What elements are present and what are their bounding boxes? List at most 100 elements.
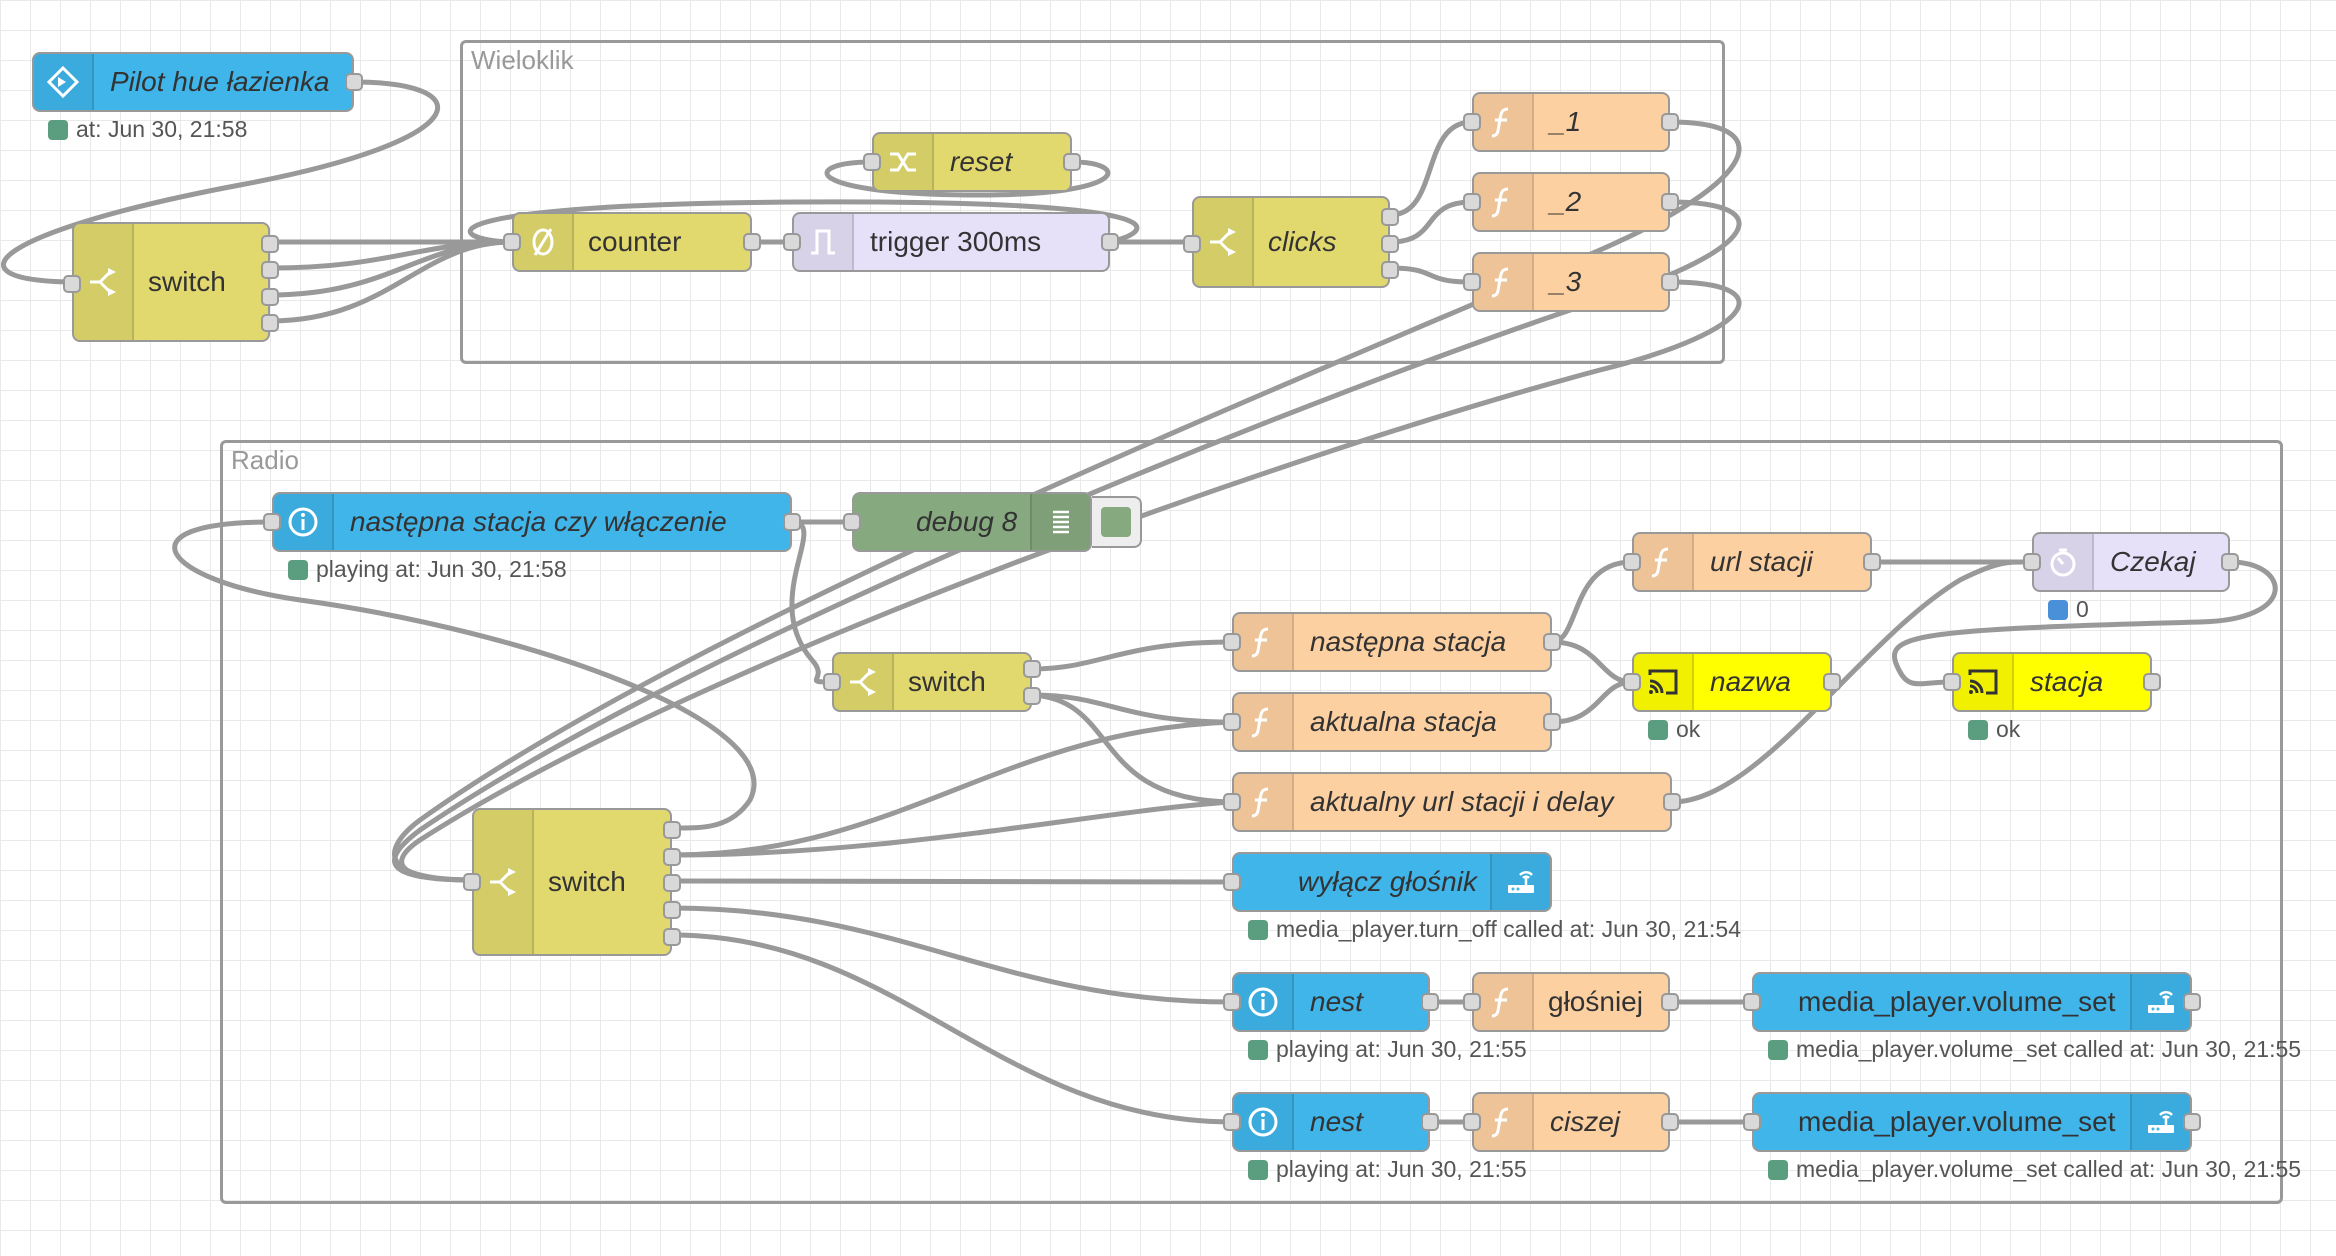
status-dot (1768, 1159, 1788, 1180)
node-aktualny-url[interactable]: aktualny url stacji i delay (1223, 772, 1681, 832)
input-port[interactable] (2023, 553, 2041, 571)
node-clicks[interactable]: clicks (1183, 196, 1399, 288)
output-port[interactable] (1661, 273, 1679, 291)
node-switch-top[interactable]: switch (63, 222, 279, 342)
output-port[interactable] (261, 288, 279, 306)
node-label: stacja (2030, 666, 2104, 697)
debug-toggle-button[interactable] (1092, 496, 1142, 548)
input-port[interactable] (1463, 113, 1481, 131)
input-port[interactable] (843, 513, 861, 531)
output-port[interactable] (1381, 261, 1399, 279)
output-port[interactable] (1421, 1113, 1439, 1131)
status-nest-1: playing at: Jun 30, 21:55 (1248, 1036, 1527, 1063)
output-port[interactable] (1663, 793, 1681, 811)
input-port[interactable] (1223, 713, 1241, 731)
output-port[interactable] (1661, 993, 1679, 1011)
input-port[interactable] (503, 233, 521, 251)
input-port[interactable] (1223, 993, 1241, 1011)
output-port[interactable] (2183, 993, 2201, 1011)
output-port[interactable] (1421, 993, 1439, 1011)
node-nastepna-czy-wlaczenie[interactable]: następna stacja czy włączenie (263, 492, 801, 552)
node-func-2[interactable]: _2 (1463, 172, 1679, 232)
output-port[interactable] (663, 901, 681, 919)
switch-icon (474, 810, 534, 954)
node-func-1[interactable]: _1 (1463, 92, 1679, 152)
input-port[interactable] (863, 153, 881, 171)
node-label: switch (148, 266, 226, 297)
input-port[interactable] (1463, 273, 1481, 291)
input-port[interactable] (1223, 793, 1241, 811)
node-trigger[interactable]: trigger 300ms (783, 212, 1119, 272)
node-nastepna-stacja[interactable]: następna stacja (1223, 612, 1561, 672)
node-volume-set-1[interactable]: media_player.volume_set (1743, 972, 2201, 1032)
output-port[interactable] (1381, 235, 1399, 253)
output-port[interactable] (1823, 673, 1841, 691)
node-nazwa[interactable]: nazwa (1623, 652, 1841, 712)
output-port[interactable] (2143, 673, 2161, 691)
output-port[interactable] (1543, 713, 1561, 731)
node-czekaj[interactable]: Czekaj (2023, 532, 2239, 592)
input-port[interactable] (823, 673, 841, 691)
output-port[interactable] (1661, 193, 1679, 211)
node-pilot-hue[interactable]: Pilot hue łazienka (32, 52, 363, 112)
input-port[interactable] (783, 233, 801, 251)
node-switch-radio[interactable]: switch (463, 808, 681, 956)
output-port[interactable] (663, 821, 681, 839)
group-wieloklik[interactable]: Wieloklik (460, 40, 1725, 364)
input-port[interactable] (1183, 235, 1201, 253)
output-port[interactable] (345, 73, 363, 91)
input-port[interactable] (1463, 993, 1481, 1011)
output-port[interactable] (1661, 113, 1679, 131)
output-port[interactable] (1863, 553, 1881, 571)
info-icon (1234, 974, 1294, 1030)
input-port[interactable] (1463, 193, 1481, 211)
node-label: następna stacja czy włączenie (350, 506, 727, 537)
node-stacja[interactable]: stacja (1943, 652, 2161, 712)
input-port[interactable] (1463, 1113, 1481, 1131)
node-glosniej[interactable]: głośniej (1463, 972, 1679, 1032)
output-port[interactable] (663, 848, 681, 866)
output-port[interactable] (663, 874, 681, 892)
output-port[interactable] (261, 235, 279, 253)
group-radio[interactable]: Radio (220, 440, 2283, 1204)
node-nest-2[interactable]: nest (1223, 1092, 1439, 1152)
input-port[interactable] (63, 275, 81, 293)
input-port[interactable] (263, 513, 281, 531)
node-counter[interactable]: counter (503, 212, 761, 272)
node-func-3[interactable]: _3 (1463, 252, 1679, 312)
node-switch-middle[interactable]: switch (823, 652, 1041, 712)
node-debug-8[interactable]: debug 8 (843, 492, 1092, 552)
node-ciszej[interactable]: ciszej (1463, 1092, 1679, 1152)
list-icon (1030, 494, 1090, 550)
node-url-stacji[interactable]: url stacji (1623, 532, 1881, 592)
output-port[interactable] (261, 314, 279, 332)
output-port[interactable] (1023, 660, 1041, 678)
output-port[interactable] (783, 513, 801, 531)
node-volume-set-2[interactable]: media_player.volume_set (1743, 1092, 2201, 1152)
node-reset[interactable]: reset (863, 132, 1081, 192)
input-port[interactable] (1223, 873, 1241, 891)
output-port[interactable] (1023, 687, 1041, 705)
output-port[interactable] (1543, 633, 1561, 651)
output-port[interactable] (663, 928, 681, 946)
output-port[interactable] (1381, 208, 1399, 226)
output-port[interactable] (2221, 553, 2239, 571)
output-port[interactable] (1063, 153, 1081, 171)
output-port[interactable] (1101, 233, 1119, 251)
input-port[interactable] (1623, 673, 1641, 691)
node-wylacz-glosnik[interactable]: wyłącz głośnik (1223, 852, 1552, 912)
node-nest-1[interactable]: nest (1223, 972, 1439, 1032)
input-port[interactable] (1223, 1113, 1241, 1131)
node-label: _1 (1550, 106, 1582, 137)
input-port[interactable] (1223, 633, 1241, 651)
output-port[interactable] (743, 233, 761, 251)
output-port[interactable] (2183, 1113, 2201, 1131)
input-port[interactable] (1743, 993, 1761, 1011)
input-port[interactable] (1743, 1113, 1761, 1131)
output-port[interactable] (261, 261, 279, 279)
input-port[interactable] (1623, 553, 1641, 571)
output-port[interactable] (1661, 1113, 1679, 1131)
input-port[interactable] (1943, 673, 1961, 691)
node-aktualna-stacja[interactable]: aktualna stacja (1223, 692, 1561, 752)
input-port[interactable] (463, 873, 481, 891)
